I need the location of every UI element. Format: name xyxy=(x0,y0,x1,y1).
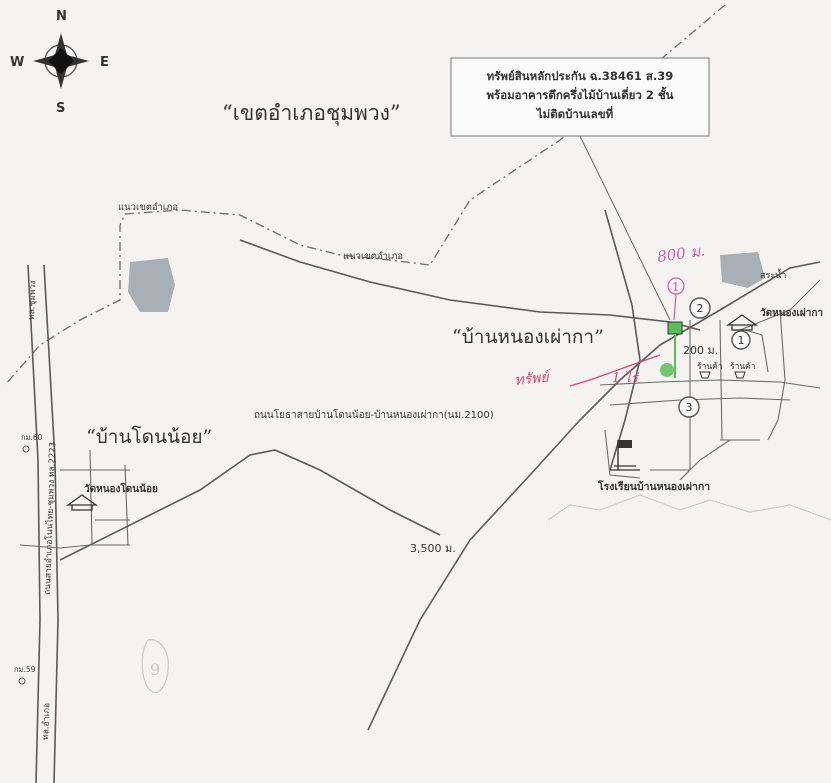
water-tank-label: สระน้ำ xyxy=(760,268,786,281)
highway-label-2: ถนนสายอำเภอโนนไทย-ชุมพวง ทล.2223 xyxy=(42,442,58,595)
boundary-label-1: แนวเขตอำเภอ xyxy=(118,202,178,213)
marker-2: 2 xyxy=(689,297,711,319)
highway-label-1: ทล.ชุมพวง xyxy=(27,280,38,320)
marker-1: 1 xyxy=(731,330,751,350)
handwritten-arrow xyxy=(569,354,661,387)
km-marker-60: กม.60 xyxy=(21,433,43,442)
property-parcel xyxy=(667,321,683,335)
handwritten-note: ทรัพย์ xyxy=(514,368,553,389)
school-label: โรงเรียนบ้านหนองเผ่ากา xyxy=(597,480,710,493)
marker-2-label: 2 xyxy=(697,302,704,315)
callout-line-1: ทรัพย์สินหลักประกัน ฉ.38461 ส.39 xyxy=(487,69,674,83)
district-label: “เขตอำเภอชุมพวง” xyxy=(222,101,401,126)
callout-line-3: ไม่ติดบ้านเลขที่ xyxy=(535,105,614,121)
road-2100-label: ถนนโยธาสายบ้านโดนน้อย-บ้านหนองเผ่ากา(นม.… xyxy=(254,408,494,421)
village-nong-ao-ka: “บ้านหนองเผ่ากา” xyxy=(452,326,604,348)
road-2100 xyxy=(59,449,441,561)
km-60-icon xyxy=(22,445,30,453)
marker-1-label: 1 xyxy=(738,334,745,347)
callout-pointer xyxy=(579,135,671,321)
school-flag-icon xyxy=(610,440,640,471)
north-road xyxy=(239,239,701,331)
shop-label-1: ร้านค้า xyxy=(697,361,723,372)
don-noi-streets xyxy=(19,449,130,549)
compass-s: S xyxy=(56,101,65,116)
boundary-label-2: แนวเขตอำเภอ xyxy=(343,251,403,262)
long-road xyxy=(367,261,821,731)
compass-w: W xyxy=(10,55,24,70)
highway-label-3: ทล.อำเภอ xyxy=(41,703,52,740)
km-59-icon xyxy=(18,677,26,685)
handwritten-leader xyxy=(673,293,677,321)
km-marker-59: กม.59 xyxy=(14,665,36,674)
temple-don-noi-icon xyxy=(65,494,99,511)
handwritten-distance: 800 ม. xyxy=(656,241,706,266)
compass-n: N xyxy=(56,9,67,24)
handwritten-marker: 1 xyxy=(672,280,680,294)
vertical-road xyxy=(604,209,641,471)
property-highlight xyxy=(660,363,674,377)
handwritten-page-number: 9 xyxy=(150,660,160,679)
temple-nong-ao-ka-label: วัดหนองเผ่ากา xyxy=(760,307,823,319)
compass-e: E xyxy=(100,55,109,70)
village-streets xyxy=(599,279,821,481)
handwritten-annotations: 800 ม. 1 1 ไร่ ทรัพย์ 9 xyxy=(141,241,706,694)
district-boundary xyxy=(4,4,726,386)
terrain-edge xyxy=(547,494,831,521)
shop-icon-1 xyxy=(699,371,711,379)
pond-east xyxy=(720,252,765,288)
compass-rose: N S E W xyxy=(10,9,109,116)
marker-3-label: 3 xyxy=(686,401,693,414)
callout-line-2: พร้อมอาคารตึกครึ่งไม้บ้านเดี่ยว 2 ชั้น xyxy=(486,86,673,102)
compass-icon xyxy=(33,33,89,89)
shop-icon-2 xyxy=(734,371,746,379)
highway-2223 xyxy=(27,264,59,783)
pond-west xyxy=(128,258,175,312)
handwritten-area: 1 ไร่ xyxy=(612,370,640,386)
shop-label-2: ร้านค้า xyxy=(730,361,756,372)
village-don-noi: “บ้านโดนน้อย” xyxy=(86,425,212,448)
collateral-callout: ทรัพย์สินหลักประกัน ฉ.38461 ส.39 พร้อมอา… xyxy=(450,57,710,321)
marker-3: 3 xyxy=(678,396,700,418)
handwritten-page-circle xyxy=(141,639,169,694)
temple-don-noi-label: วัดหนองโดนน้อย xyxy=(84,482,158,495)
distance-3500: 3,500 ม. xyxy=(410,542,456,555)
temple-nong-ao-ka-icon xyxy=(725,314,759,331)
distance-200: 200 ม. xyxy=(683,344,718,357)
